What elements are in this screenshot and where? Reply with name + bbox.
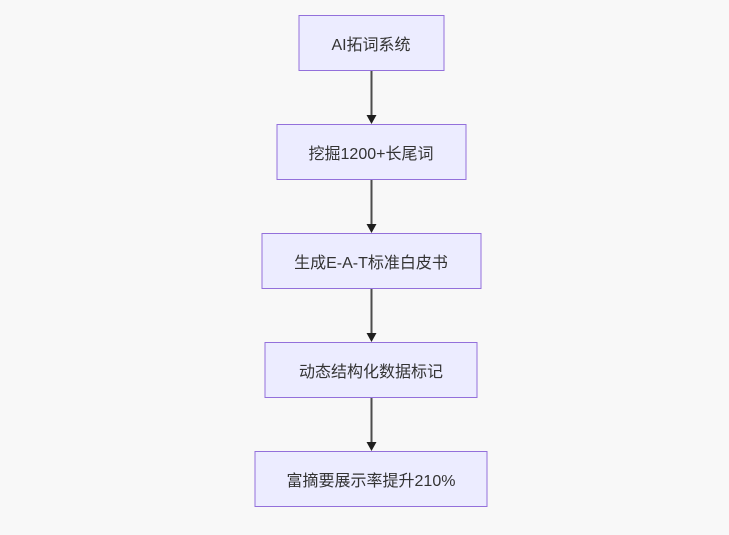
arrow-line: [370, 289, 372, 333]
arrow-line: [370, 398, 372, 442]
flow-edge-2: [364, 180, 378, 233]
flow-node-ai-keyword-system: AI拓词系统: [298, 15, 444, 71]
arrow-down-icon: [366, 333, 376, 342]
flow-node-longtail-keywords: 挖掘1200+长尾词: [276, 124, 466, 180]
flowchart: AI拓词系统 挖掘1200+长尾词 生成E-A-T标准白皮书 动态结构化数据标记…: [254, 15, 488, 507]
flow-edge-4: [364, 398, 378, 451]
flow-node-rich-snippet-rate: 富摘要展示率提升210%: [254, 451, 488, 507]
arrow-down-icon: [366, 115, 376, 124]
flow-node-eat-whitepaper: 生成E-A-T标准白皮书: [261, 233, 481, 289]
arrow-line: [370, 180, 372, 224]
arrow-down-icon: [366, 442, 376, 451]
arrow-down-icon: [366, 224, 376, 233]
flow-edge-3: [364, 289, 378, 342]
flow-edge-1: [364, 71, 378, 124]
arrow-line: [370, 71, 372, 115]
flow-node-structured-data-markup: 动态结构化数据标记: [264, 342, 478, 398]
